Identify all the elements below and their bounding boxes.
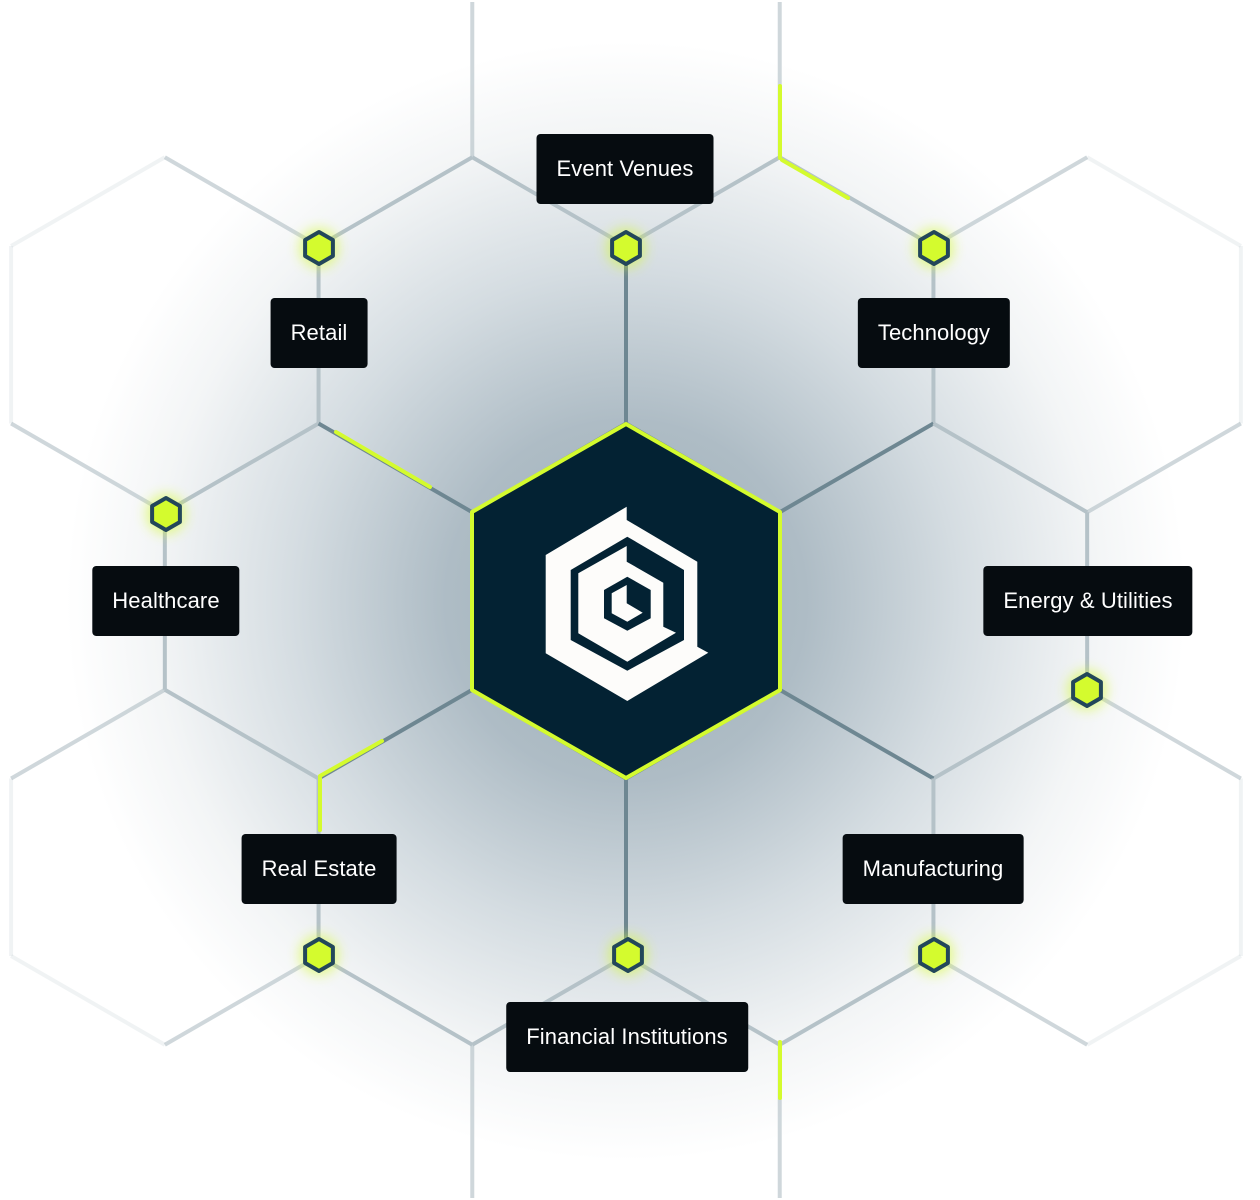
accent-segment <box>318 739 384 778</box>
grid-edge <box>624 954 781 1047</box>
sector-label-real-estate[interactable]: Real Estate <box>241 834 397 904</box>
grid-edge <box>932 421 1089 514</box>
grid-edge <box>471 954 627 1047</box>
connector-node-icon <box>299 935 339 975</box>
grid-edge <box>163 155 320 248</box>
connector-node-icon <box>299 228 339 268</box>
grid-edge <box>1086 688 1242 781</box>
connector-node-icon <box>608 935 648 975</box>
grid-edge <box>1086 155 1242 248</box>
sector-label-energy-utilities[interactable]: Energy & Utilities <box>983 566 1193 636</box>
connector-node-icon <box>1067 670 1107 710</box>
sector-label-manufacturing[interactable]: Manufacturing <box>842 834 1024 904</box>
sector-label-financial-institutions[interactable]: Financial Institutions <box>506 1002 748 1072</box>
grid-edge <box>932 954 1089 1047</box>
grid-edge <box>317 155 474 248</box>
brand-logo-icon <box>545 506 709 701</box>
grid-edge <box>932 688 1089 781</box>
grid-edge <box>10 688 166 781</box>
grid-edge <box>10 954 166 1047</box>
grid-edge <box>932 155 1089 248</box>
grid-edge <box>10 155 166 248</box>
accent-segment <box>334 430 432 489</box>
sector-label-healthcare[interactable]: Healthcare <box>92 566 240 636</box>
connector-node-icon <box>146 494 186 534</box>
connector-node-icon <box>914 935 954 975</box>
accent-segment <box>780 158 850 200</box>
grid-edge <box>1086 421 1242 514</box>
grid-edge <box>163 954 320 1047</box>
grid-edge <box>778 421 935 514</box>
grid-edge <box>778 688 935 781</box>
grid-edge <box>163 421 320 514</box>
connector-node-icon <box>914 228 954 268</box>
grid-edge <box>163 688 320 781</box>
grid-edge <box>778 954 935 1047</box>
sector-label-event-venues[interactable]: Event Venues <box>536 134 714 204</box>
connector-node-icon <box>606 228 646 268</box>
grid-edge <box>317 954 474 1047</box>
grid-edge <box>10 421 166 514</box>
center-hexagon <box>470 422 782 780</box>
sector-label-technology[interactable]: Technology <box>857 298 1011 368</box>
grid-edge <box>1086 954 1242 1047</box>
sector-label-retail[interactable]: Retail <box>270 298 368 368</box>
